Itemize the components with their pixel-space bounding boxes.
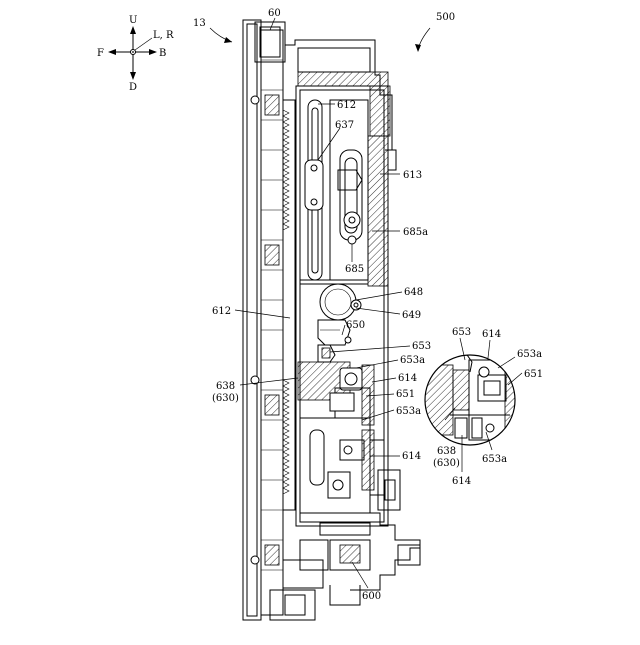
- detail-label-630: (630): [433, 458, 460, 469]
- label-650: 650: [346, 320, 365, 331]
- label-637: 637: [335, 120, 354, 131]
- label-630: (630): [212, 393, 239, 404]
- label-612-top: 612: [337, 100, 356, 111]
- label-614-1: 614: [398, 373, 417, 384]
- dir-front-label: F: [97, 48, 104, 59]
- label-653: 653: [412, 341, 431, 352]
- label-653a-2: 653a: [396, 406, 421, 417]
- gear-rack: [283, 100, 295, 510]
- detail-label-651: 651: [524, 369, 543, 380]
- dir-back-label: B: [159, 48, 166, 59]
- detail-label-653a-top: 653a: [517, 349, 542, 360]
- detail-label-614-top: 614: [482, 329, 501, 340]
- label-638: 638: [216, 381, 235, 392]
- label-500: 500: [436, 12, 455, 23]
- dir-up-label: U: [129, 15, 137, 26]
- label-614-2: 614: [402, 451, 421, 462]
- detail-label-653: 653: [452, 327, 471, 338]
- label-649: 649: [402, 310, 421, 321]
- label-685: 685: [345, 264, 364, 275]
- label-13: 13: [193, 18, 206, 29]
- label-685a: 685a: [403, 227, 428, 238]
- label-651: 651: [396, 389, 415, 400]
- label-653a-1: 653a: [400, 355, 425, 366]
- detail-label-614-bottom: 614: [452, 476, 471, 487]
- direction-indicator: U D F B L, R: [97, 15, 174, 93]
- label-600: 600: [362, 591, 381, 602]
- label-612-mid: 612: [212, 306, 231, 317]
- detail-label-653a-bottom: 653a: [482, 454, 507, 465]
- dir-lr-label: L, R: [153, 30, 174, 41]
- label-60: 60: [268, 8, 281, 19]
- dir-down-label: D: [129, 82, 137, 93]
- label-648: 648: [404, 287, 423, 298]
- detail-view: [425, 352, 517, 445]
- main-assembly: [243, 20, 420, 620]
- label-613: 613: [403, 170, 422, 181]
- detail-label-638: 638: [437, 446, 456, 457]
